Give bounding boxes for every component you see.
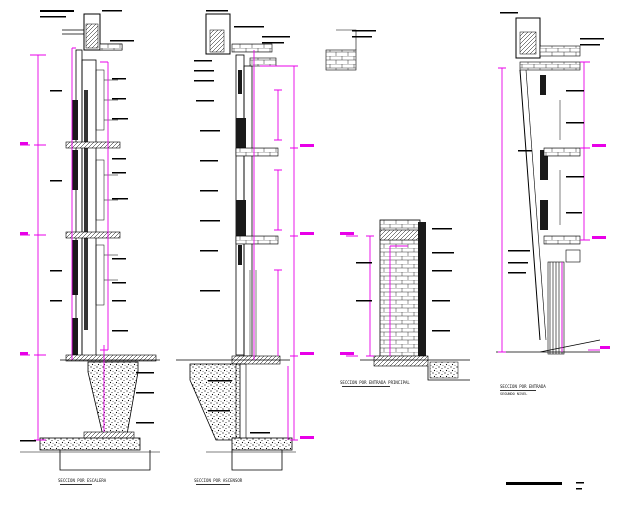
section-main-entrance [340,219,470,381]
section-second-level-entrance [496,12,610,355]
scale-bar [506,482,584,490]
section-elevator [176,10,314,471]
caption-section-main-entrance: SECCION POR ENTRADA PRINCIPAL [340,380,410,385]
caption-underlines [60,386,536,485]
caption-section-elevator: SECCION POR ASCENSOR [194,478,243,483]
caption-section-second-entrance-sub: SEGUNDO NIVEL [500,392,528,396]
caption-section-stair: SECCION POR ESCALERA [58,478,107,483]
caption-section-second-entrance: SECCION POR ENTRADA [500,384,546,389]
section-stair [20,10,160,471]
small-detail [325,29,376,71]
